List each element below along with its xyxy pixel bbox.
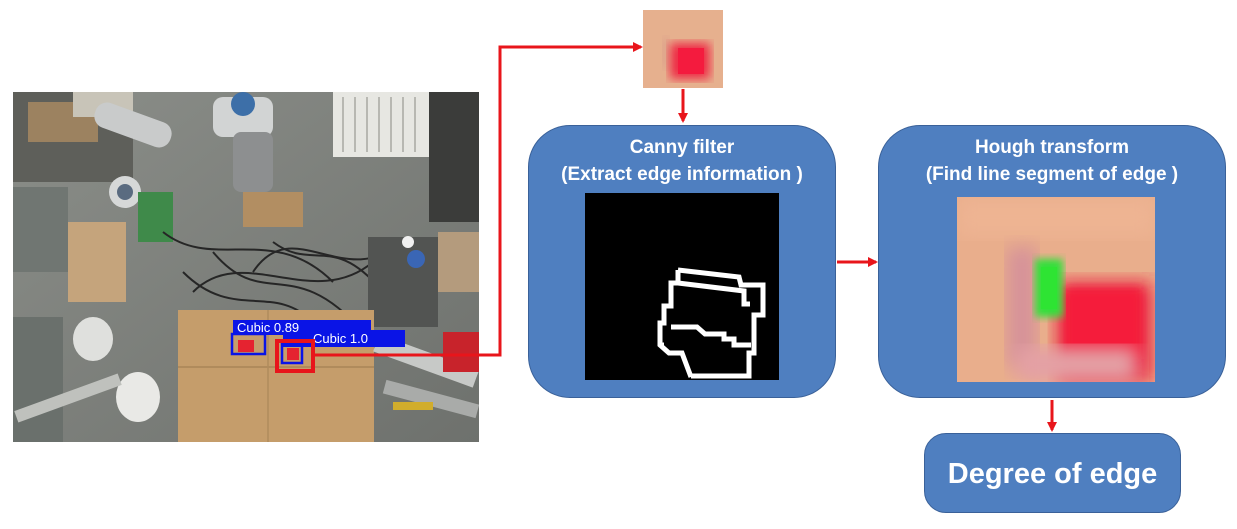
cropped-cube-image	[643, 10, 723, 88]
detection-label-1: Cubic 0.89	[237, 320, 299, 335]
degree-of-edge-box: Degree of edge	[924, 433, 1181, 513]
canny-subtitle: (Extract edge information )	[561, 164, 803, 185]
hough-lines-image	[957, 197, 1155, 382]
degree-of-edge-label: Degree of edge	[947, 458, 1158, 490]
hough-title: Hough transform	[974, 137, 1130, 158]
workspace-photo: Cubic 1.0 Cubic 0.89	[13, 92, 479, 442]
canny-title: Canny filter	[629, 137, 735, 158]
hough-subtitle: (Find line segment of edge )	[925, 164, 1179, 185]
canny-edge-image	[585, 193, 779, 380]
detection-label-2: Cubic 1.0	[313, 331, 368, 346]
target-highlight	[275, 339, 315, 373]
